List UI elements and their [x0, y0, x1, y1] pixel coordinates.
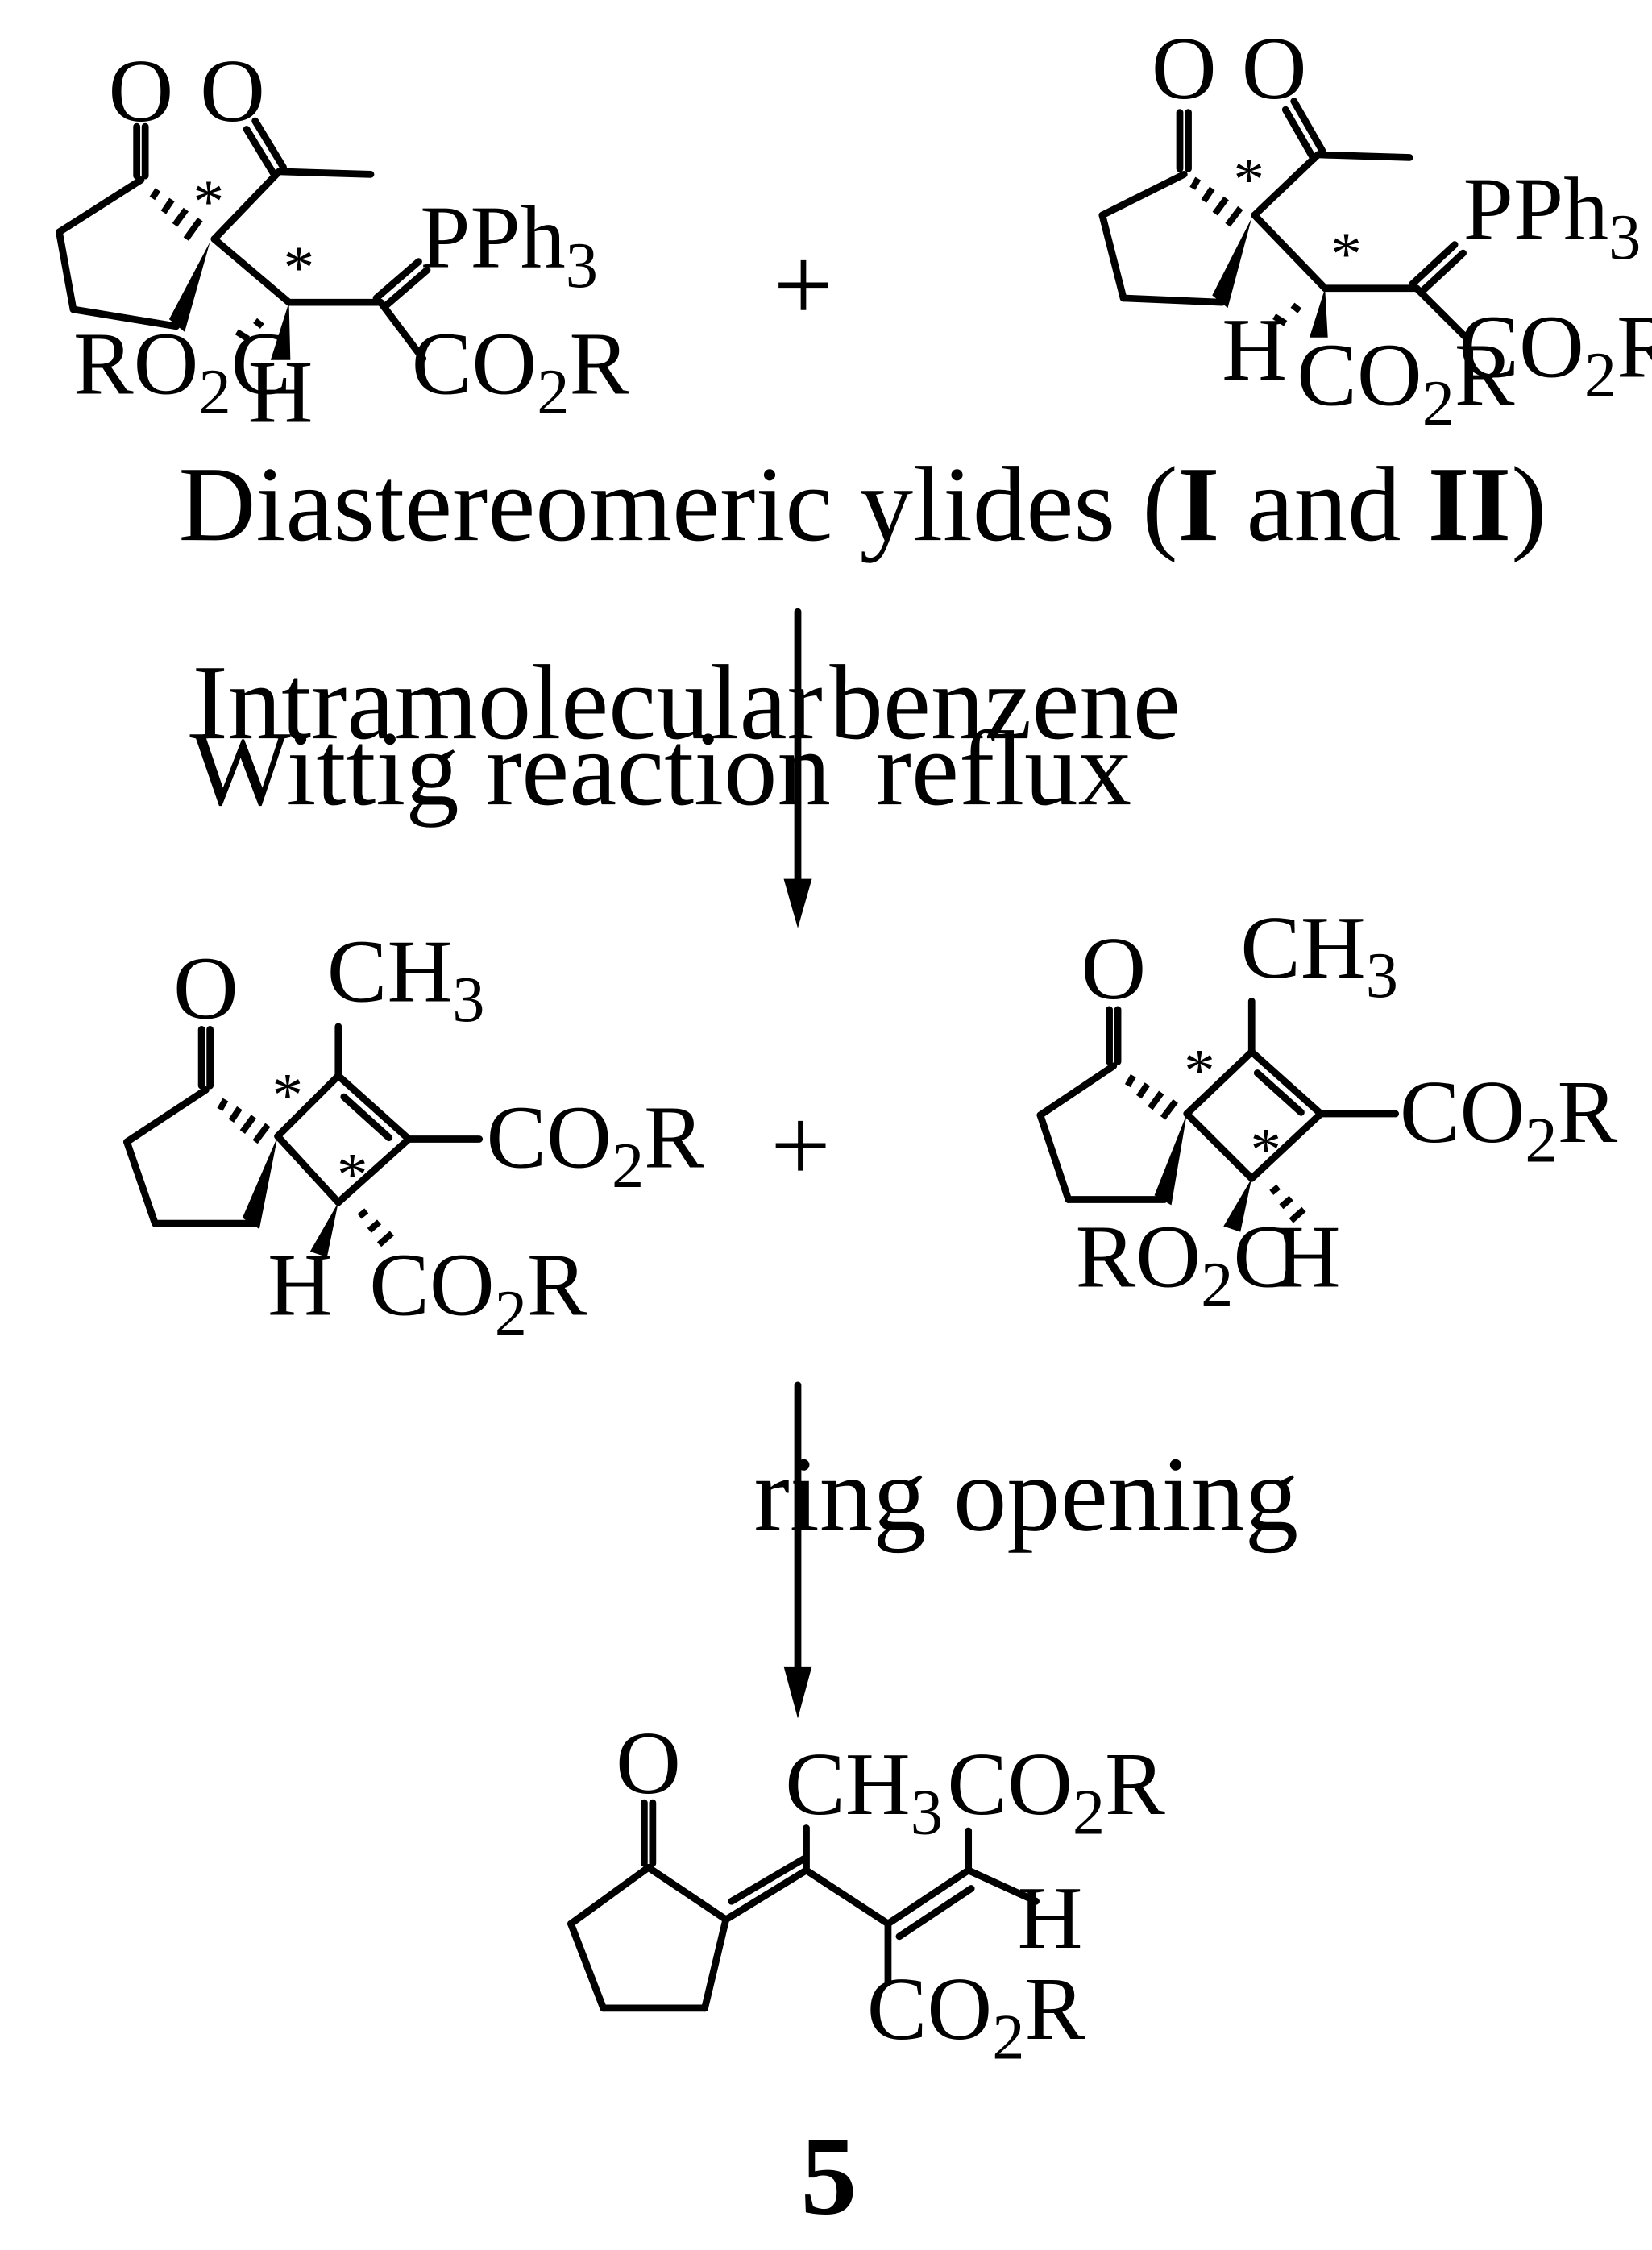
ylide-i-stereocenter-mark: *: [284, 234, 314, 302]
ylides-caption: Diastereomeric ylides (I and II): [178, 445, 1546, 563]
ylide-ii-ketone-o: O: [1152, 19, 1217, 118]
cyclobutene-b-stereocenter-mark: *: [1250, 1115, 1281, 1184]
step1-condition: reflux: [876, 709, 1131, 828]
cyclobutene-a-ester-bottom: CO2R: [369, 1235, 587, 1349]
cyclobutene-a-methyl: CH3: [327, 922, 485, 1036]
product-5-structure: [567, 1799, 1040, 2012]
ylide-ii-ester-right: CO2R: [1459, 297, 1652, 411]
cyclobutene-a-structure: [123, 1023, 484, 1258]
cyclobutene-a-stereocenter-mark: *: [272, 1061, 303, 1129]
cyclobutene-a-ketone-o: O: [173, 938, 239, 1038]
cyclobutene-a-ester-ring: CO2R: [486, 1087, 704, 1201]
step1-solvent: benzene: [829, 643, 1180, 762]
ylide-i-structure: [56, 117, 431, 363]
cyclobutene-b-methyl: CH3: [1240, 898, 1398, 1011]
product-5-hydrogen: H: [1018, 1868, 1083, 1968]
ylide-i-ester-left: RO2C: [73, 314, 291, 428]
ylide-ii-structure: [1098, 98, 1470, 342]
cyclobutene-b-ester-bottom: RO2C: [1076, 1207, 1293, 1321]
step1-label-line1: Intramolecular: [193, 643, 823, 762]
ylide-ii-stereocenter-mark: *: [1234, 145, 1264, 214]
cyclobutene-b-hydrogen: H: [1276, 1207, 1341, 1307]
product-5-ester-bottom: CO2R: [867, 1959, 1085, 2073]
ylide-i-ketone-o: O: [108, 41, 173, 141]
ylide-i-pph3: PPh3: [420, 188, 598, 301]
cyclobutene-b-ketone-o: O: [1081, 919, 1146, 1019]
ylide-i-hydrogen: H: [248, 342, 313, 442]
cyclobutene-b-stereocenter-mark: *: [1184, 1036, 1214, 1105]
product-5-ester-top: CO2R: [947, 1734, 1165, 1848]
reaction-arrow-step-2: [783, 1381, 812, 1719]
cyclobutene-a-hydrogen: H: [268, 1235, 333, 1335]
cyclobutene-b-structure: [1036, 998, 1400, 1232]
step1-label-line2: Wittig reaction: [189, 709, 831, 828]
ylide-i-acetyl-o: O: [200, 41, 265, 141]
cyclobutene-b-ester-ring: CO2R: [1400, 1062, 1618, 1176]
ylide-i-stereocenter-mark: *: [193, 168, 224, 236]
ylide-i-ester-right: CO2R: [412, 314, 630, 428]
ylide-ii-pph3: PPh3: [1463, 160, 1642, 273]
compound-number-5: 5: [801, 2114, 857, 2239]
plus-sign-ylides: +: [774, 226, 834, 344]
ylide-ii-hydrogen: H: [1222, 300, 1287, 400]
ylide-ii-ester-left: CO2R: [1297, 326, 1515, 439]
ylide-ii-stereocenter-mark: *: [1330, 219, 1361, 288]
plus-sign-cyclobutenes: +: [770, 1086, 831, 1205]
product-5-ketone-o: O: [616, 1713, 681, 1813]
reaction-arrow-step-1: [783, 608, 812, 928]
step2-label: ring opening: [754, 1435, 1299, 1554]
product-5-methyl: CH3: [785, 1734, 943, 1848]
cyclobutene-a-stereocenter-mark: *: [337, 1140, 367, 1209]
ylide-ii-acetyl-o: O: [1242, 19, 1307, 118]
